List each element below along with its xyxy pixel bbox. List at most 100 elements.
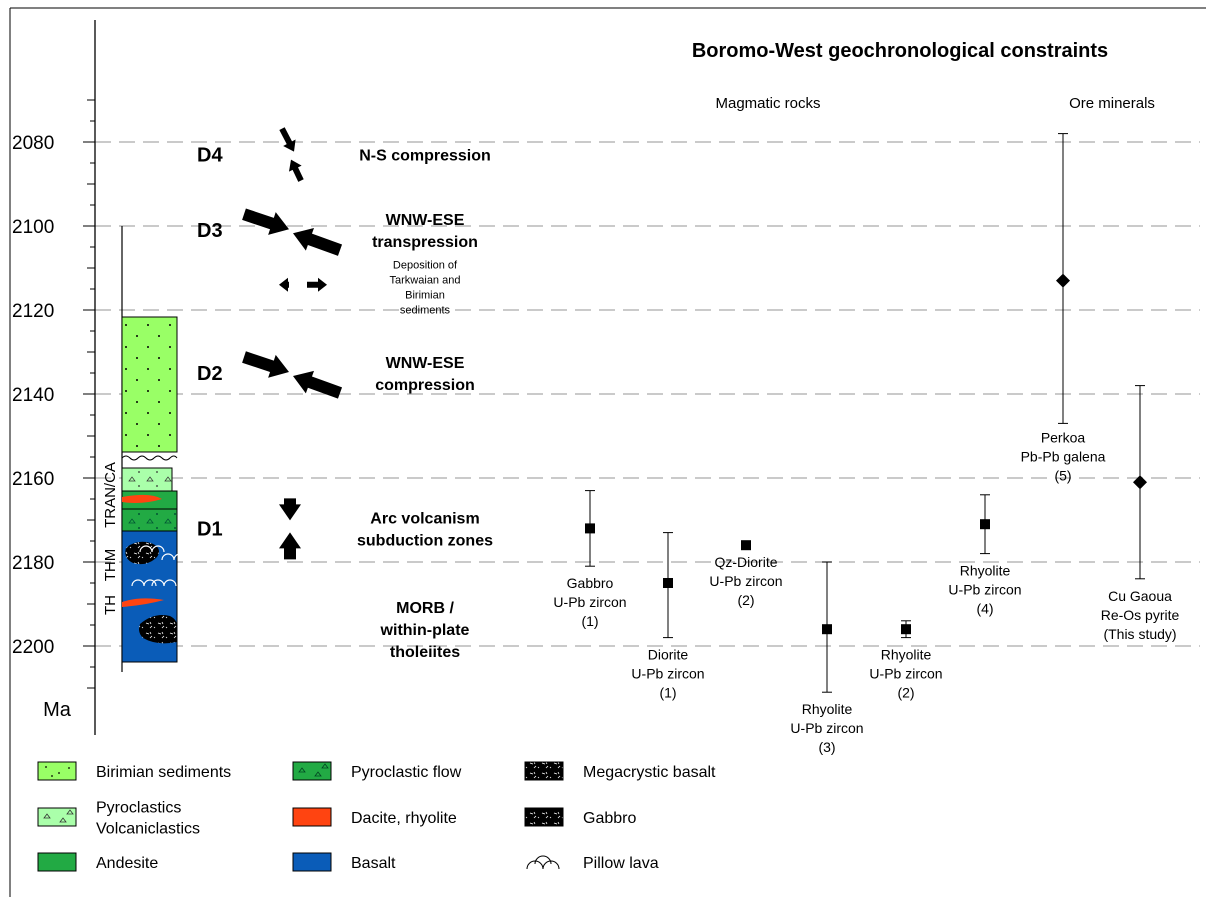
sample-label-line: Re-Os pyrite <box>1101 607 1180 623</box>
event-description-line: Birimian <box>405 289 445 301</box>
y-tick-label: 2080 <box>12 133 54 154</box>
event-description-line: within-plate <box>380 622 470 639</box>
legend-label: Gabbro <box>583 810 636 827</box>
sample-label-line: Rhyolite <box>802 701 853 717</box>
event-description: N-S compression <box>359 148 491 165</box>
event-description-line: WNW-ESE <box>386 212 465 229</box>
legend-swatch <box>37 761 77 781</box>
sample-label-line: (This study) <box>1103 626 1176 642</box>
sample-label-line: Rhyolite <box>881 647 932 663</box>
compression-arrow <box>279 498 301 521</box>
group-label-ore: Ore minerals <box>1069 95 1155 112</box>
sample-label-line: (1) <box>659 685 676 701</box>
rhyolite-lens <box>122 598 164 607</box>
column-unit-label: TH <box>102 595 119 615</box>
event-label: D1 <box>197 518 223 540</box>
legend-swatch-dot <box>45 766 47 768</box>
extension-arrow <box>307 277 327 292</box>
compression-arrow <box>279 127 296 152</box>
legend-label: Dacite, rhyolite <box>351 810 457 827</box>
sample-label-line: Qz-Diorite <box>714 554 777 570</box>
age-marker-diamond <box>1056 273 1070 288</box>
sample-label-line: Rhyolite <box>960 563 1011 579</box>
legend-label-line: Pillow lava <box>583 855 659 872</box>
pillow-lava-mark <box>131 579 157 587</box>
stratigraphic-column: TRAN/CA THM TH <box>102 226 187 672</box>
pyroclastic-flow-unit <box>121 508 178 532</box>
sample-label-line: Gabbro <box>567 575 614 591</box>
age-marker-square <box>901 624 911 635</box>
sample-label-line: U-Pb zircon <box>553 594 626 610</box>
column-unit-label: TRAN/CA <box>102 462 119 528</box>
legend-label: Birimian sediments <box>96 764 231 781</box>
sample-label-line: Pb-Pb galena <box>1021 448 1106 464</box>
legend-label-line: Birimian sediments <box>96 764 231 781</box>
legend-label-line: Volcaniclastics <box>96 821 200 838</box>
legend-label-line: Andesite <box>96 855 158 872</box>
legend-label: Basalt <box>351 855 396 872</box>
age-marker-square <box>980 519 990 530</box>
event-label: D4 <box>197 145 223 167</box>
y-tick-label: 2200 <box>12 637 54 658</box>
dacite-lens <box>122 494 162 503</box>
birimian-sediments-unit <box>121 316 178 453</box>
legend-label-line: Gabbro <box>583 810 636 827</box>
event-description-line: compression <box>375 377 475 394</box>
sample-label-line: U-Pb zircon <box>869 666 942 682</box>
sample-label-line: Cu Gaoua <box>1108 588 1172 604</box>
legend-swatch-triangle <box>298 767 306 773</box>
age-marker-square <box>741 540 751 551</box>
event-label: D2 <box>197 363 223 385</box>
pillow-lava-mark <box>139 545 165 553</box>
event-description-line: sediments <box>400 304 451 316</box>
sample-label-line: Diorite <box>648 647 689 663</box>
legend-label-line: Pyroclastics <box>96 800 181 817</box>
legend-label: Megacrystic basalt <box>583 764 716 781</box>
legend-swatch-triangle <box>43 813 51 819</box>
sample-label-line: U-Pb zircon <box>790 720 863 736</box>
legend-label: Pillow lava <box>583 855 659 872</box>
sample-label-line: (5) <box>1054 467 1071 483</box>
age-marker-square <box>663 578 673 588</box>
event-description-line: WNW-ESE <box>386 355 465 372</box>
sample-label-line: (4) <box>976 601 993 617</box>
legend-swatch <box>37 852 77 872</box>
sample-label-line: U-Pb zircon <box>948 582 1021 598</box>
legend-swatch-triangle <box>314 771 322 777</box>
compression-arrow <box>242 208 289 235</box>
legend-label-line: Dacite, rhyolite <box>351 810 457 827</box>
age-marker-square <box>822 624 832 635</box>
compression-arrow <box>288 159 304 182</box>
legend-swatch <box>292 761 332 781</box>
sample-label-line: U-Pb zircon <box>631 666 704 682</box>
legend-swatch-dot <box>68 767 70 769</box>
legend-swatch-triangle <box>321 763 329 769</box>
unconformity-line <box>121 455 178 461</box>
age-marker-diamond <box>1133 475 1147 490</box>
legend-swatch-dot <box>51 775 53 777</box>
sample-label-line: (1) <box>581 613 598 629</box>
event-label: D3 <box>197 220 223 242</box>
event-description-line: N-S compression <box>359 148 491 165</box>
y-tick-label: 2120 <box>12 301 54 322</box>
legend-swatch <box>526 855 560 870</box>
column-unit-label: THM <box>102 549 119 582</box>
y-axis-label: Ma <box>43 699 72 721</box>
compression-arrow <box>242 351 289 378</box>
legend-label-line: Basalt <box>351 855 396 872</box>
compression-arrow <box>279 532 301 560</box>
